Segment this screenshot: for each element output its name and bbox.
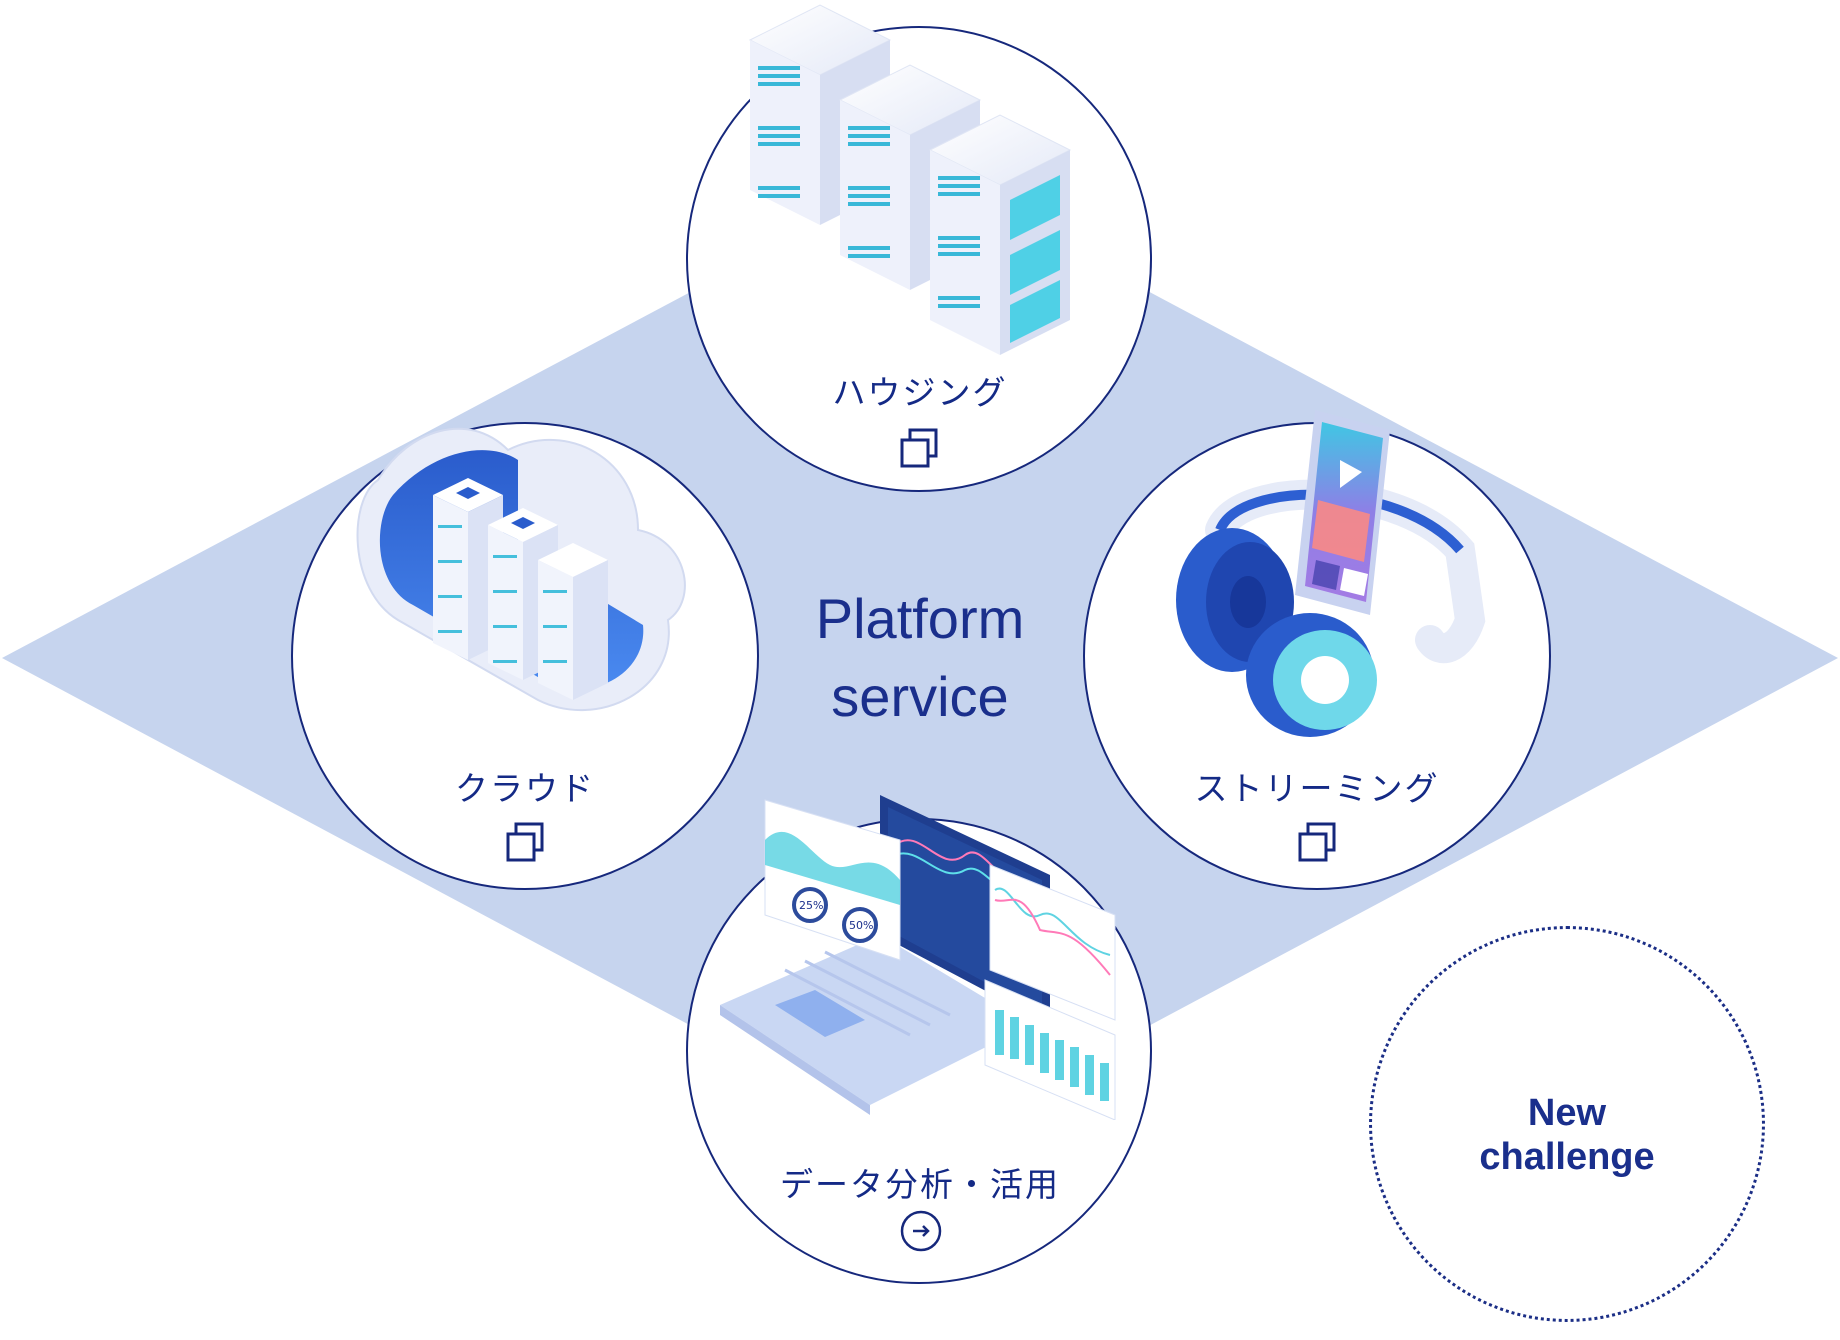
arrow-circle-icon[interactable] xyxy=(898,1208,944,1254)
external-window-icon[interactable] xyxy=(1294,820,1340,866)
server-rack-icon xyxy=(748,4,1072,355)
title-line-2: service xyxy=(831,665,1009,728)
new-challenge-circle[interactable]: New challenge xyxy=(1369,926,1765,1322)
new-challenge-line-1: New xyxy=(1527,1092,1607,1134)
laptop-dashboard-icon: 25% 50% xyxy=(720,795,1116,1120)
gauge-50-label: 50% xyxy=(849,919,873,932)
housing-label: ハウジング xyxy=(832,373,1008,412)
cloud-server-icon xyxy=(356,427,686,711)
new-challenge-line-2: challenge xyxy=(1479,1136,1655,1178)
new-challenge-text: New challenge xyxy=(1372,1091,1762,1179)
gauge-25-label: 25% xyxy=(799,899,823,912)
data-analytics-label: データ分析・活用 xyxy=(780,1165,1060,1204)
headphones-phone-icon xyxy=(1176,410,1486,737)
streaming-label: ストリーミング xyxy=(1194,769,1440,808)
platform-service-title: Platform service xyxy=(720,580,1120,736)
external-window-icon[interactable] xyxy=(502,820,548,866)
cloud-label: クラウド xyxy=(455,769,595,808)
external-window-icon[interactable] xyxy=(896,426,942,472)
title-line-1: Platform xyxy=(815,587,1025,650)
